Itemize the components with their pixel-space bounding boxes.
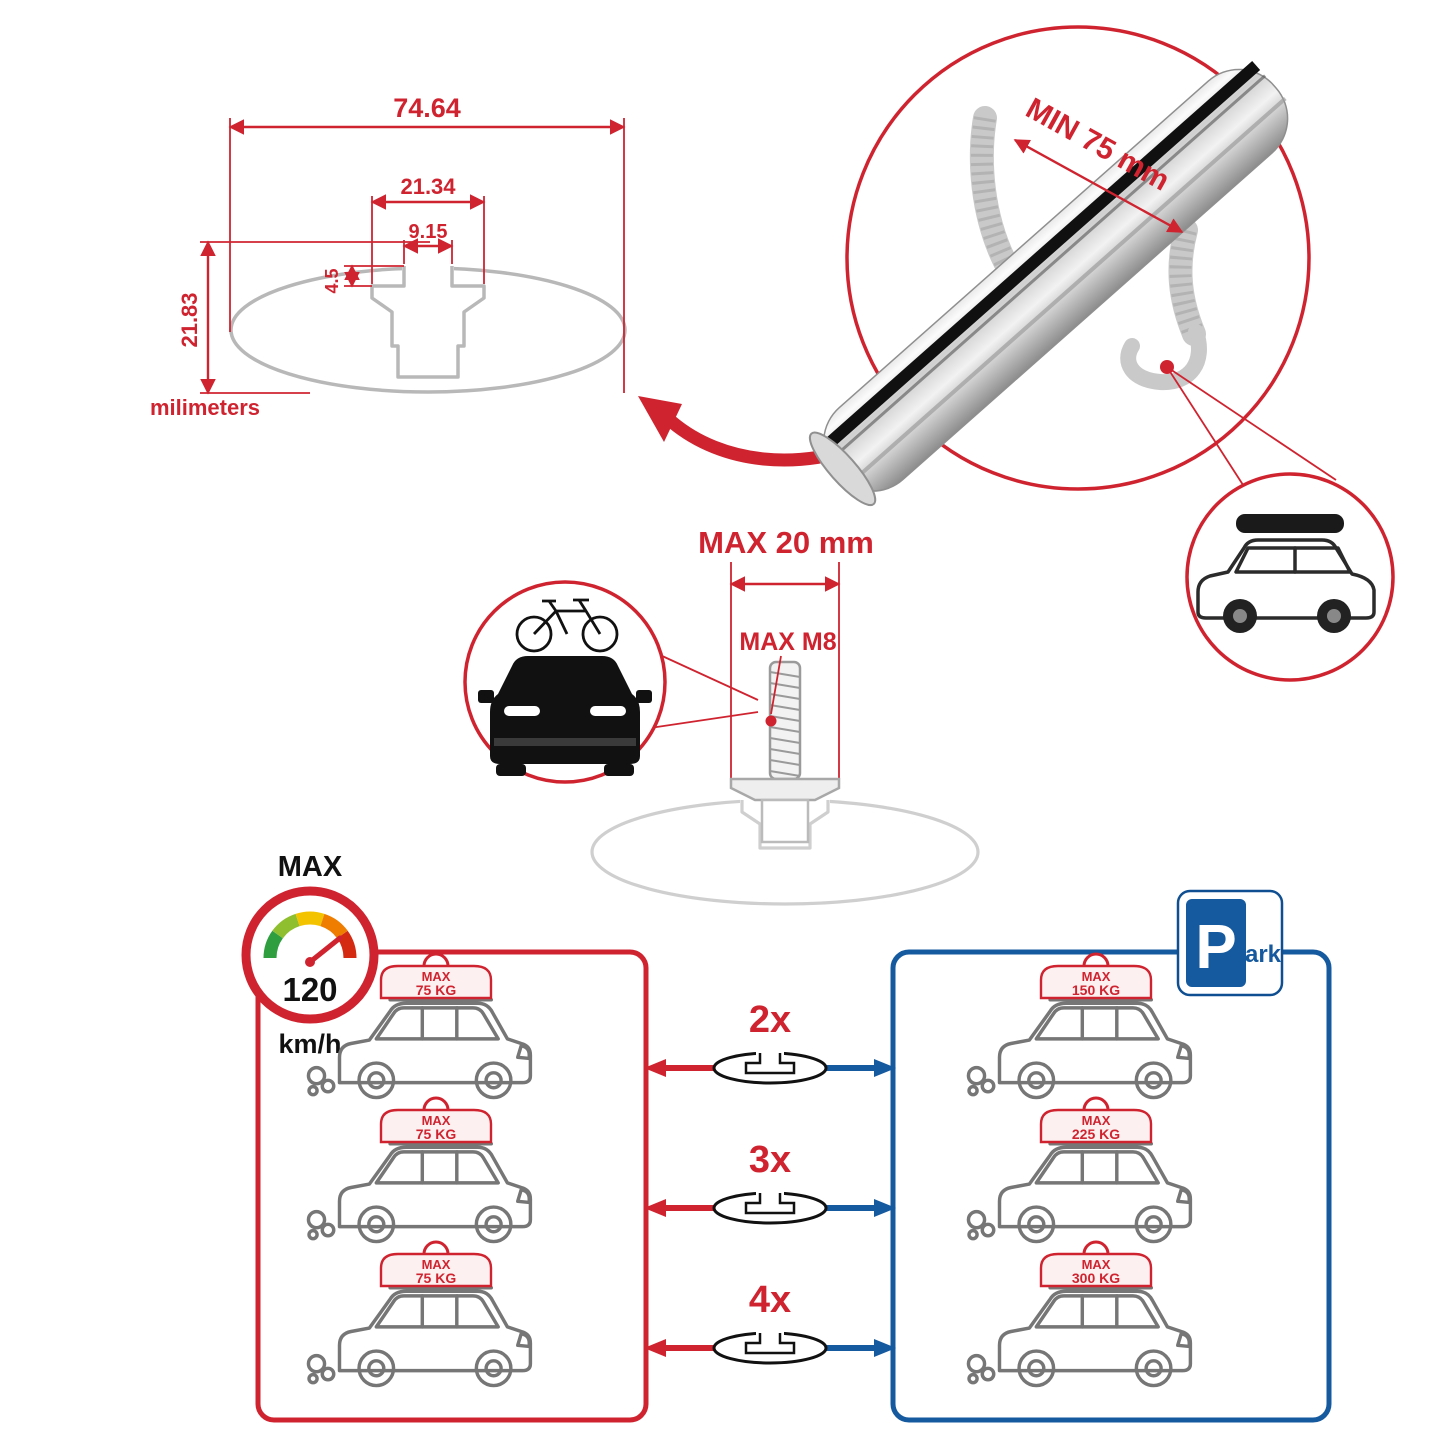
quantity-row-2: 3x xyxy=(644,1139,896,1225)
suv-roofbox-badge xyxy=(1166,366,1395,682)
load-weight-label: 75 KG xyxy=(416,1126,457,1142)
roof-box-icon xyxy=(1236,514,1344,533)
left-arrow-icon xyxy=(644,1339,666,1357)
speed-max-label: MAX xyxy=(278,851,343,883)
speed-panel xyxy=(255,949,649,1423)
quantity-label: 4x xyxy=(749,1279,791,1321)
left-car-row-2: MAX 75 KG xyxy=(306,1096,533,1244)
quantity-row-1: 2x xyxy=(644,999,896,1085)
dim-width-slot: 9.15 xyxy=(409,221,448,243)
right-car-row-1: MAX 150 KG xyxy=(966,952,1193,1100)
right-arrow-icon xyxy=(874,1059,896,1077)
max-thread-label: MAX M8 xyxy=(739,628,836,656)
parking-sign-suffix: ark xyxy=(1245,941,1282,968)
load-weight-label: 75 KG xyxy=(416,1270,457,1286)
right-car-row-3: MAX 300 KG xyxy=(966,1240,1193,1388)
crossbar-profile-icon xyxy=(712,1049,828,1085)
max-width-label: MAX 20 mm xyxy=(698,525,874,560)
bolt-diagram: MAX 20 mm MAX M8 xyxy=(463,525,980,906)
right-arrow-icon xyxy=(874,1199,896,1217)
speed-limit-badge: MAX 120 km/h xyxy=(241,851,379,1059)
load-max-label: MAX xyxy=(422,969,451,984)
speed-value: 120 xyxy=(282,971,337,1008)
left-arrow-icon xyxy=(644,1199,666,1217)
left-arrow-icon xyxy=(644,1059,666,1077)
bike-car-badge xyxy=(463,580,759,784)
left-car-row-3: MAX 75 KG xyxy=(306,1240,533,1388)
load-weight-label: 300 KG xyxy=(1072,1270,1120,1286)
bicycle-icon xyxy=(515,598,619,653)
quantity-row-3: 4x xyxy=(644,1279,896,1365)
load-weight-label: 75 KG xyxy=(416,982,457,998)
load-weight-label: 150 KG xyxy=(1072,982,1120,998)
quantity-label: 2x xyxy=(749,999,791,1041)
crossbar-closeup: MIN 75 mm xyxy=(808,25,1311,507)
dimension-drawing: 74.64 21.34 9.15 4.5 21.83 milimeters xyxy=(150,93,627,420)
dim-width-total: 74.64 xyxy=(393,93,461,123)
speed-unit: km/h xyxy=(278,1029,341,1059)
dim-width-step: 21.34 xyxy=(400,174,456,199)
load-max-label: MAX xyxy=(422,1257,451,1272)
t-nut-plate xyxy=(729,777,841,802)
quantity-label: 3x xyxy=(749,1139,791,1181)
load-weight-label: 225 KG xyxy=(1072,1126,1120,1142)
dim-height-total: 21.83 xyxy=(177,292,202,347)
parking-sign: P ark xyxy=(1176,889,1284,997)
park-panel: P ark xyxy=(890,889,1332,1423)
units-label: milimeters xyxy=(150,395,260,420)
load-max-label: MAX xyxy=(1082,969,1111,984)
load-max-label: MAX xyxy=(422,1113,451,1128)
left-car-row-1: MAX 75 KG xyxy=(306,952,533,1100)
car-front-icon xyxy=(478,656,652,776)
crossbar-profile-icon xyxy=(712,1329,828,1365)
right-car-row-2: MAX 225 KG xyxy=(966,1096,1193,1244)
load-max-label: MAX xyxy=(1082,1113,1111,1128)
load-max-label: MAX xyxy=(1082,1257,1111,1272)
dim-depth-step: 4.5 xyxy=(322,268,342,293)
parking-sign-letter: P xyxy=(1195,913,1236,982)
crossbar-profile-icon xyxy=(712,1189,828,1225)
speedometer-icon xyxy=(263,911,357,967)
right-arrow-icon xyxy=(874,1339,896,1357)
